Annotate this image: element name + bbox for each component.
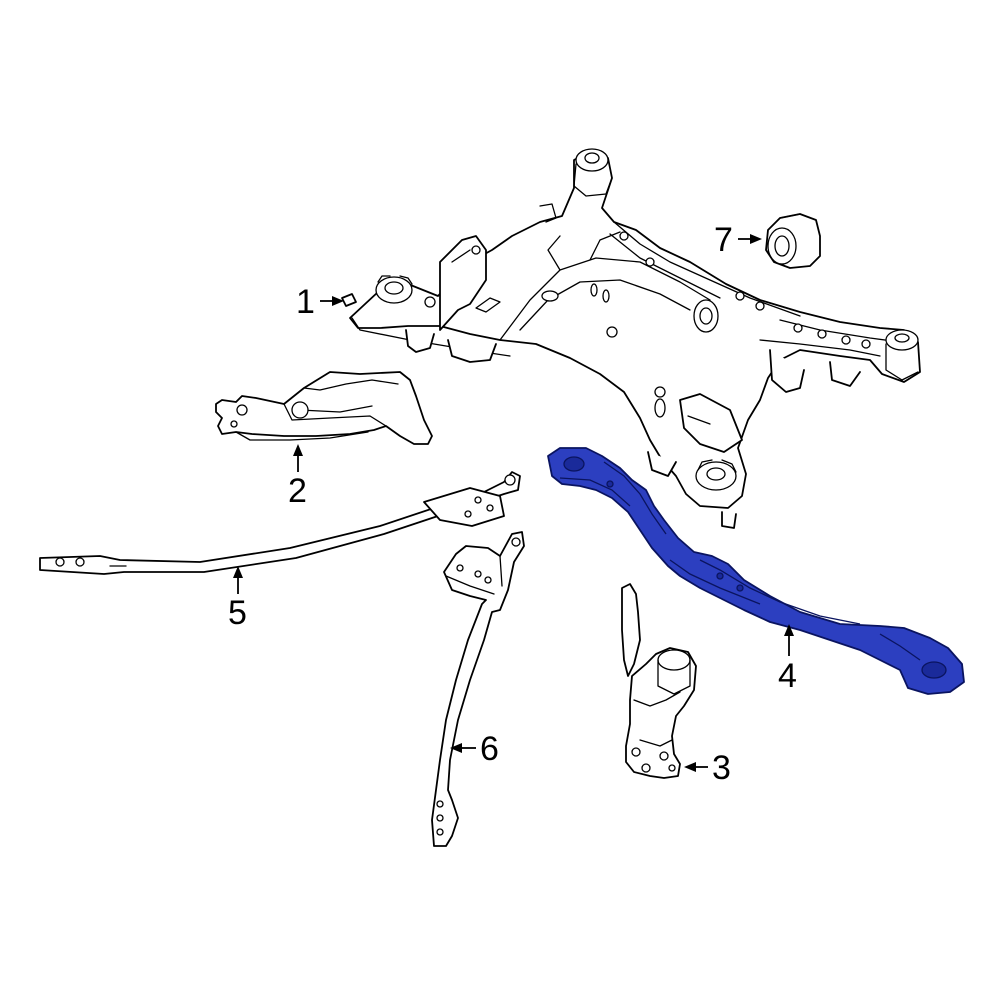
callout-label-4: 4	[778, 657, 797, 695]
reinforcement-part-4[interactable]	[547, 447, 965, 695]
bracket-part-3[interactable]	[621, 583, 697, 779]
brace-part-6[interactable]	[431, 531, 525, 847]
callout-2: 2	[288, 444, 307, 510]
bushing-part-7[interactable]	[765, 213, 821, 269]
callout-label-5: 5	[228, 594, 247, 632]
callout-label-7: 7	[714, 221, 733, 259]
callout-3: 3	[684, 749, 731, 787]
reinforcement-bar-part-5[interactable]	[39, 471, 521, 575]
callout-7: 7	[714, 221, 762, 259]
callout-label-3: 3	[712, 749, 731, 787]
callout-label-2: 2	[288, 472, 307, 510]
callout-4: 4	[778, 624, 797, 695]
callout-6: 6	[450, 730, 499, 768]
callout-5: 5	[228, 566, 247, 632]
subframe-part-1[interactable]	[341, 148, 921, 529]
callout-label-6: 6	[480, 730, 499, 768]
callout-label-1: 1	[296, 283, 315, 321]
callout-1: 1	[296, 283, 344, 321]
bracket-part-2[interactable]	[215, 371, 433, 445]
